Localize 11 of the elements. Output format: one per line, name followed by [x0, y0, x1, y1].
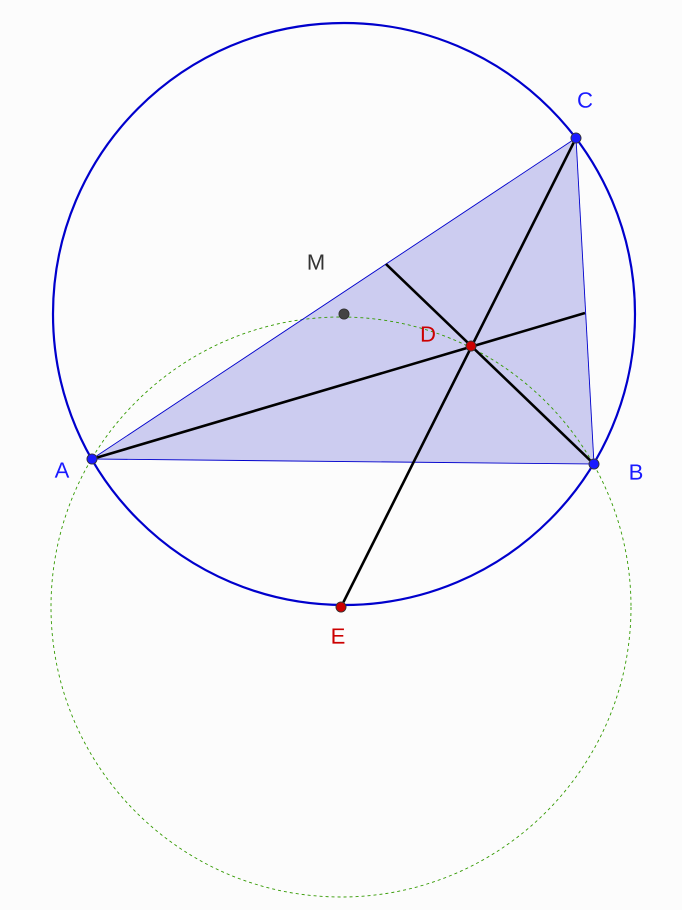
segment	[576, 142, 594, 460]
point-label: A	[54, 462, 70, 478]
point-label: C	[578, 92, 592, 108]
point-label: E	[332, 628, 344, 644]
segment	[342, 142, 575, 603]
point-label: M	[308, 254, 324, 270]
segment	[96, 312, 586, 459]
point-label: D	[422, 326, 435, 342]
segment	[96, 458, 590, 464]
point-label: B	[630, 464, 642, 480]
segment	[385, 263, 591, 462]
